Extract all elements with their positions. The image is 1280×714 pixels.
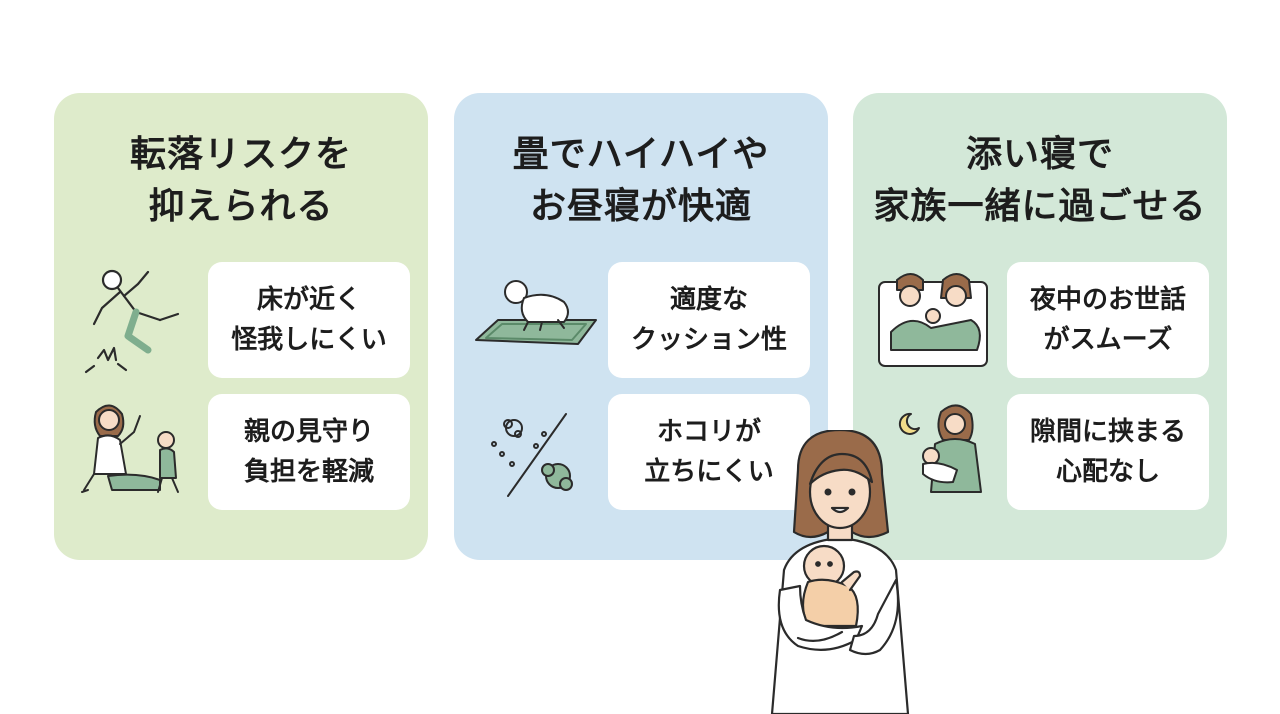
parent-watching-child-icon	[81, 404, 179, 493]
no-dust-icon	[491, 413, 573, 497]
family-sleeping-icon	[878, 273, 988, 367]
feature-box-gap-safety: 隙間に挟まる 心配なし	[1007, 394, 1209, 510]
card-title: 転落リスクを 抑えられる	[129, 134, 352, 227]
card-co-sleeping: 添い寝で 家族一緒に過ごせる 夜中のお世話 がスムーズ 隙間に挟まる 心配なし	[853, 93, 1227, 560]
mother-holding-baby-night-icon	[898, 404, 982, 493]
feature-box-cushion: 適度な クッション性	[608, 262, 810, 378]
card-tatami-comfort: 畳でハイハイや お昼寝が快適 適度な クッション性	[454, 93, 828, 560]
feature-box-watch-burden: 親の見守り 負担を軽減	[208, 394, 410, 510]
card-title: 添い寝で 家族一緒に過ごせる	[873, 134, 1207, 227]
feature-box-dust: ホコリが 立ちにくい	[608, 394, 810, 510]
mother-holding-baby-icon	[770, 430, 910, 714]
feature-box-floor-close: 床が近く 怪我しにくい	[208, 262, 410, 378]
card-fall-risk: 転落リスクを 抑えられる 床が近く 怪我しにくい	[54, 93, 428, 560]
card-title: 畳でハイハイや お昼寝が快適	[512, 134, 770, 227]
feature-box-night-care: 夜中のお世話 がスムーズ	[1007, 262, 1209, 378]
crawling-baby-on-mat-icon	[475, 280, 597, 345]
falling-person-icon	[84, 269, 180, 374]
